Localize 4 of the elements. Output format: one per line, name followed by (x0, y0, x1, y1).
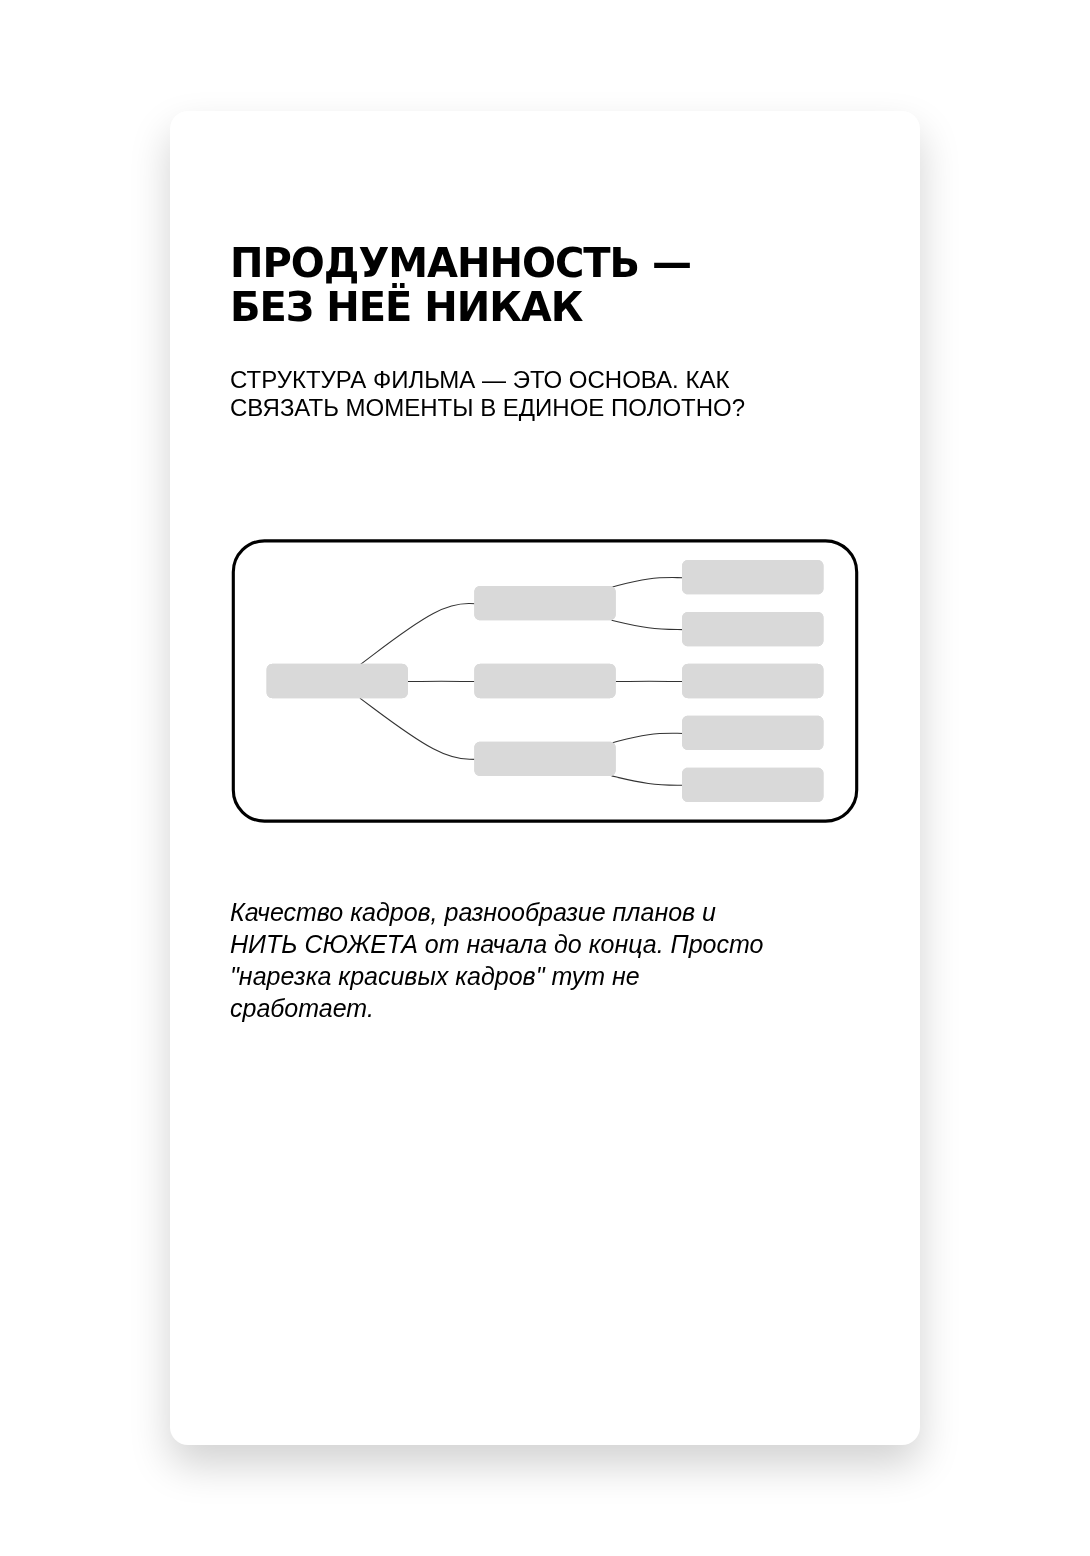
caption-text: Качество кадров, разнообразие планов и НИТЬ СЮЖЕТА от начала до конца. Просто "нарезка красивых кадров" тут не сработает. (230, 897, 765, 1024)
heading: ПРОДУМАННОСТЬ — БЕЗ НЕЁ НИКАК (230, 241, 693, 329)
subheading: СТРУКТУРА ФИЛЬМА — ЭТО ОСНОВА. КАК СВЯЗАТЬ МОМЕНТЫ В ЕДИНОЕ ПОЛОТНО? (230, 366, 747, 422)
cluster (231, 539, 859, 823)
